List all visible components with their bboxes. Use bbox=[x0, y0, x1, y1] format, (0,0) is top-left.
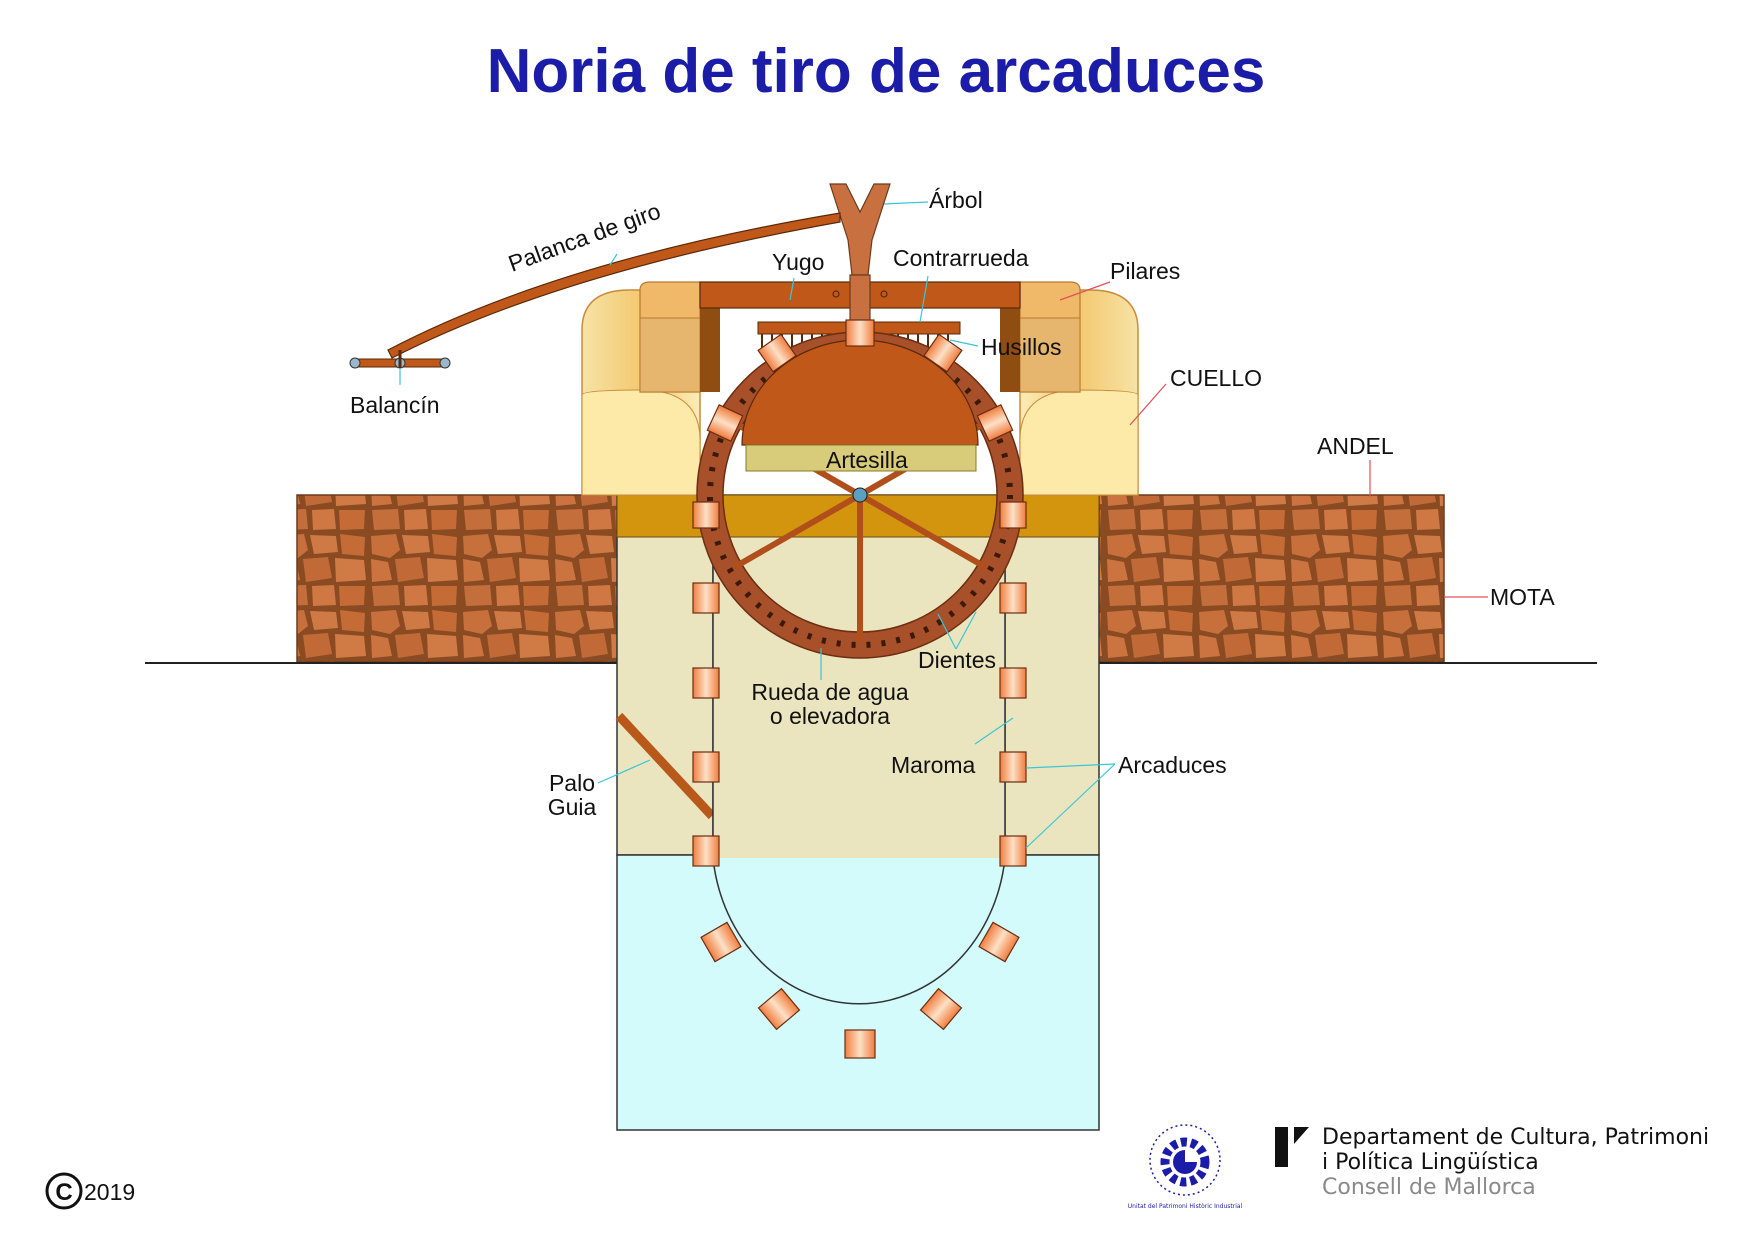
label-rueda-line1: Rueda de agua bbox=[751, 679, 909, 705]
consell-mark-icon bbox=[1275, 1127, 1309, 1167]
dept-line3: Consell de Mallorca bbox=[1322, 1175, 1536, 1200]
pilares bbox=[639, 281, 1081, 393]
dept-line2: i Política Lingüística bbox=[1322, 1150, 1539, 1175]
logo-caption: Unitat del Patrimoni Històric Industrial bbox=[1128, 1203, 1243, 1210]
leader-lines bbox=[399, 201, 1488, 849]
dept-line1: Departament de Cultura, Patrimoni bbox=[1322, 1125, 1709, 1150]
arcaduces-buckets bbox=[692, 319, 1027, 1059]
label-andel: ANDEL bbox=[1317, 433, 1394, 459]
gear-icon bbox=[1160, 1137, 1210, 1187]
arbol-shaft bbox=[829, 183, 891, 336]
copyright-icon bbox=[45, 1172, 83, 1210]
label-pilares: Pilares bbox=[1110, 258, 1180, 284]
palanca-de-giro bbox=[387, 212, 841, 359]
label-palo-line2: Guia bbox=[548, 794, 597, 820]
label-balancin: Balancín bbox=[350, 392, 440, 418]
label-yugo: Yugo bbox=[772, 249, 824, 275]
palo-guia bbox=[615, 712, 716, 820]
label-palo-line1: Palo bbox=[549, 770, 595, 796]
label-arbol: Árbol bbox=[929, 187, 983, 213]
label-maroma: Maroma bbox=[891, 752, 976, 778]
label-artesilla: Artesilla bbox=[826, 447, 908, 473]
copyright-year: 2019 bbox=[84, 1179, 135, 1205]
unitat-logo: Unitat del Patrimoni Històric Industrial bbox=[1128, 1124, 1243, 1210]
balancin bbox=[349, 350, 451, 369]
label-cuello: CUELLO bbox=[1170, 365, 1262, 391]
diagram-title: Noria de tiro de arcaduces bbox=[487, 37, 1266, 106]
label-contrarrueda: Contrarrueda bbox=[893, 245, 1029, 271]
label-rueda-line2: o elevadora bbox=[770, 703, 890, 729]
copyright: C 2019 bbox=[45, 1172, 135, 1210]
label-husillos: Husillos bbox=[981, 334, 1062, 360]
consell-logo: Departament de Cultura, Patrimoni i Polí… bbox=[1275, 1125, 1709, 1200]
label-dientes: Dientes bbox=[918, 647, 996, 673]
svg-text:C: C bbox=[55, 1179, 72, 1206]
mota-stone-wall bbox=[296, 494, 1445, 663]
label-arcaduces: Arcaduces bbox=[1118, 752, 1227, 778]
label-mota: MOTA bbox=[1490, 584, 1555, 610]
